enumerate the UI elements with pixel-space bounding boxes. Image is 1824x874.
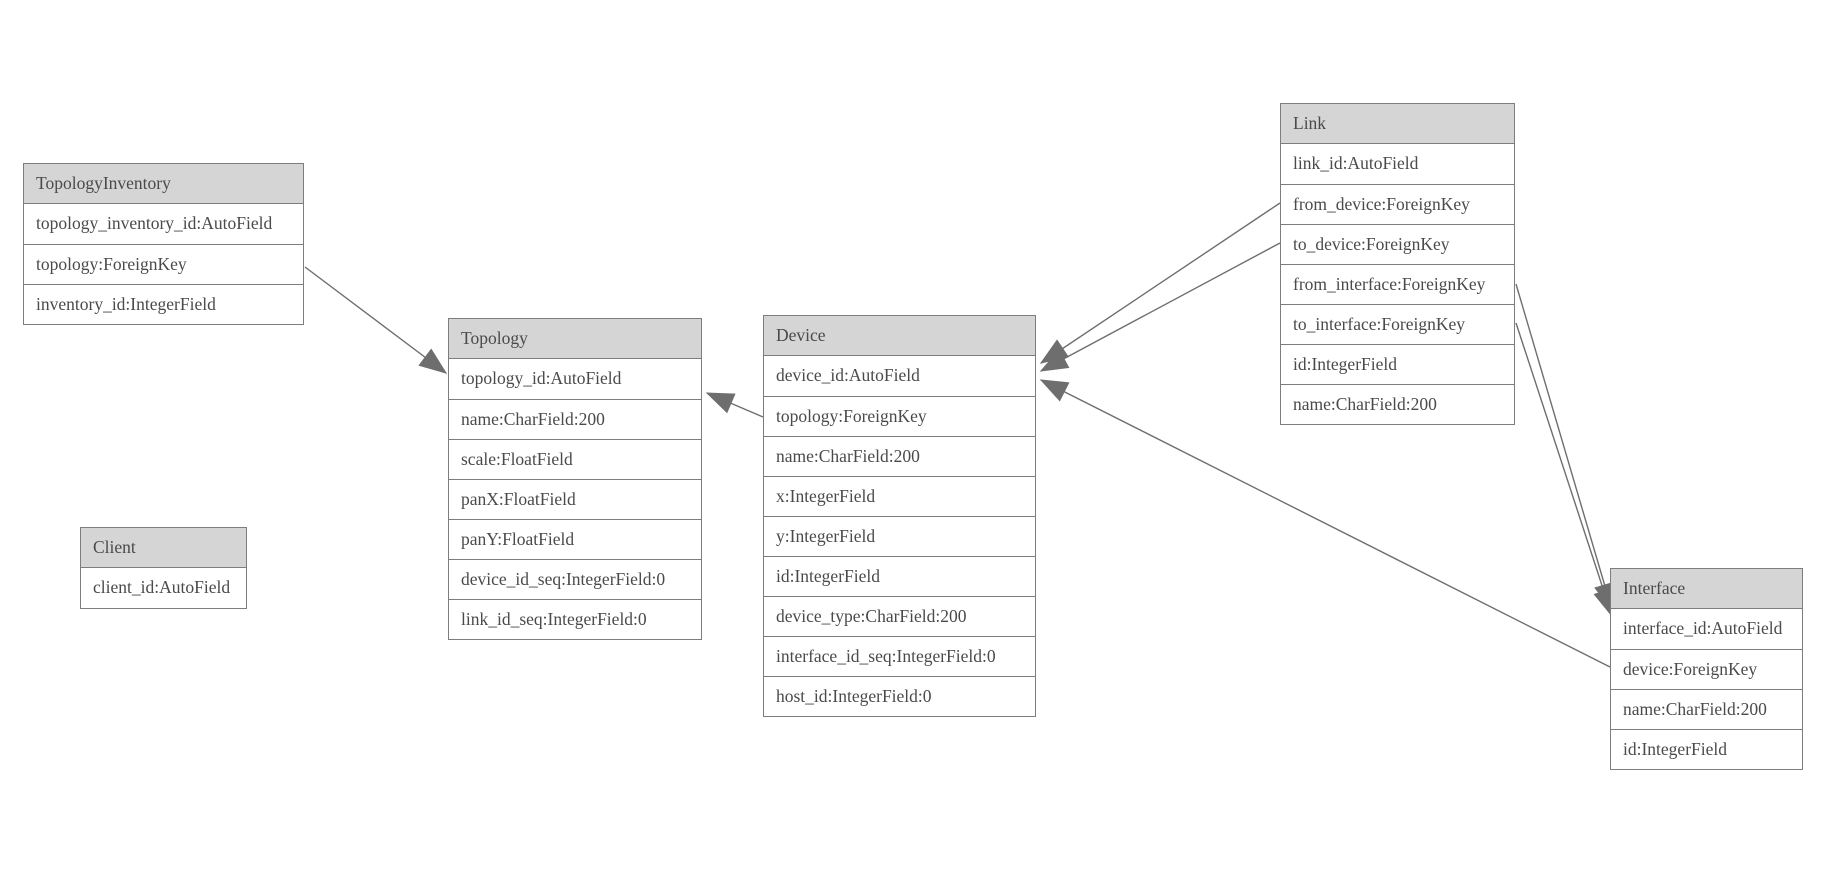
entity-title: Link xyxy=(1281,104,1514,144)
entity-field: id:IntegerField xyxy=(1611,729,1802,769)
entity-field: name:CharField:200 xyxy=(1281,384,1514,424)
entity-field: inventory_id:IntegerField xyxy=(24,284,303,324)
entity-field: scale:FloatField xyxy=(449,439,701,479)
edges-group xyxy=(304,202,1615,668)
entity-field: interface_id_seq:IntegerField:0 xyxy=(764,636,1035,676)
entity-field: y:IntegerField xyxy=(764,516,1035,556)
entity-field: to_device:ForeignKey xyxy=(1281,224,1514,264)
edge-device-topology-to-topology xyxy=(705,392,764,418)
edge-link-from_interface-to-interface xyxy=(1515,283,1615,612)
entity-field: topology:ForeignKey xyxy=(764,396,1035,436)
entity-field: id:IntegerField xyxy=(1281,344,1514,384)
entity-field: x:IntegerField xyxy=(764,476,1035,516)
entity-field: device_id_seq:IntegerField:0 xyxy=(449,559,701,599)
entity-field: device:ForeignKey xyxy=(1611,649,1802,689)
edge-link-to_interface-to-interface xyxy=(1515,322,1614,618)
entity-field: panX:FloatField xyxy=(449,479,701,519)
edge-topologyinventory-topology-to-topology xyxy=(304,266,448,374)
entity-field: id:IntegerField xyxy=(764,556,1035,596)
entity-title: Interface xyxy=(1611,569,1802,609)
edge-interface-device-to-device xyxy=(1039,379,1611,668)
entity-field: from_device:ForeignKey xyxy=(1281,184,1514,224)
entity-field: client_id:AutoField xyxy=(81,568,246,608)
entity-field: link_id_seq:IntegerField:0 xyxy=(449,599,701,639)
entity-field: name:CharField:200 xyxy=(764,436,1035,476)
entity-field: from_interface:ForeignKey xyxy=(1281,264,1514,304)
entity-title: Device xyxy=(764,316,1035,356)
entity-field: to_interface:ForeignKey xyxy=(1281,304,1514,344)
entity-field: host_id:IntegerField:0 xyxy=(764,676,1035,716)
entity-title: TopologyInventory xyxy=(24,164,303,204)
entity-field: topology:ForeignKey xyxy=(24,244,303,284)
entity-field: topology_inventory_id:AutoField xyxy=(24,204,303,244)
edge-link-from_device-to-device xyxy=(1039,202,1281,364)
entity-field: name:CharField:200 xyxy=(1611,689,1802,729)
edge-link-to_device-to-device xyxy=(1039,242,1281,372)
entity-field: link_id:AutoField xyxy=(1281,144,1514,184)
entity-field: device_id:AutoField xyxy=(764,356,1035,396)
entity-title: Client xyxy=(81,528,246,568)
entity-field: topology_id:AutoField xyxy=(449,359,701,399)
entity-field: interface_id:AutoField xyxy=(1611,609,1802,649)
entity-field: panY:FloatField xyxy=(449,519,701,559)
entity-field: device_type:CharField:200 xyxy=(764,596,1035,636)
entity-field: name:CharField:200 xyxy=(449,399,701,439)
entity-title: Topology xyxy=(449,319,701,359)
